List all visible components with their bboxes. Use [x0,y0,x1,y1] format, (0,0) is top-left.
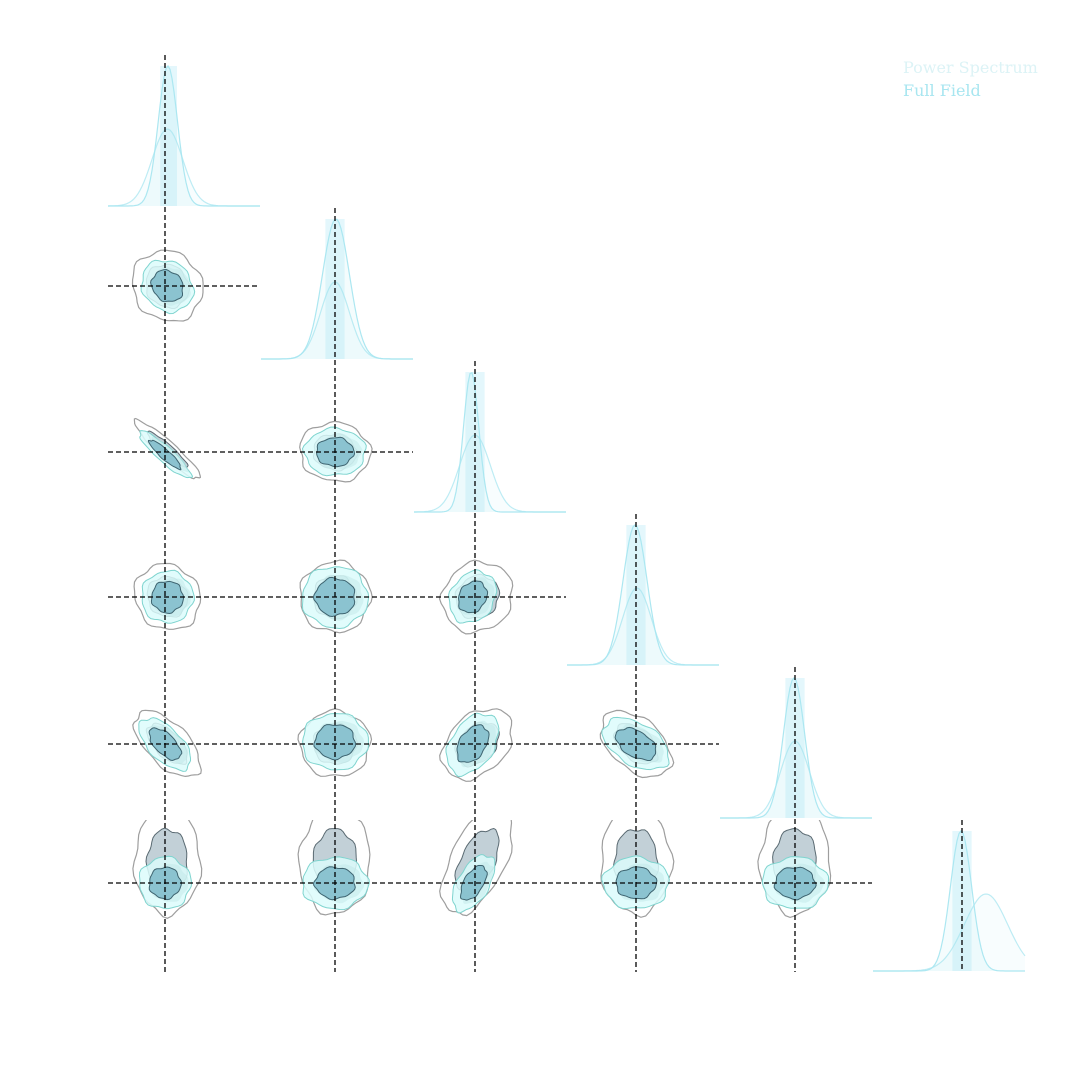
pair-panel-2-0 [133,417,202,480]
pair-panel-4-2 [439,708,513,782]
ff-inner-contour [614,726,657,761]
pair-panel-4-1 [297,708,373,777]
marginal-fill-ps-4 [720,741,872,818]
marginal-fill-ff-0 [108,66,260,206]
marginal-panel-4 [720,677,872,819]
marginal-curve-ff-3 [567,524,719,666]
legend-label-power-spectrum: Power Spectrum [903,58,1038,77]
pair-panel-5-4 [757,820,832,919]
marginal-fill-ff-3 [567,525,719,665]
marginal-fill-ff-1 [261,219,413,359]
marginal-curve-ff-4 [720,677,872,819]
truth-lines [108,55,963,972]
marginal-panel-0 [107,64,260,207]
marginal-panel-3 [567,524,719,666]
marginal-panel-2 [414,371,566,513]
legend-label-full-field: Full Field [903,81,981,100]
ff-inner-contour [456,724,490,763]
legend: Power Spectrum Full Field [903,56,1038,102]
marginal-curve-ff-5 [873,830,1025,972]
marginal-fill-ff-4 [720,678,872,818]
pair-panel-4-3 [599,709,675,779]
ps-outer-contour [132,709,202,778]
marginal-panel-1 [261,218,413,360]
ps-outer-contour [438,559,514,635]
ps-outer-contour [439,820,513,917]
ps-outer-contour [439,708,513,782]
marginal-fill-ps-5 [873,894,1025,971]
ff-inner-contour [459,865,488,901]
marginal-fill-ps-0 [108,129,260,206]
marginal-panel-5 [873,830,1026,972]
ps-outer-contour [599,709,675,779]
marginal-fill-ps-1 [261,282,413,359]
pair-panel-5-0 [132,820,203,919]
marginal-curve-ff-0 [108,64,260,207]
marginal-fill-ps-2 [414,435,566,512]
pair-panel-5-3 [600,820,675,918]
marginal-curve-ff-1 [261,218,413,360]
ps-outer-contour [299,420,373,483]
marginal-curve-ff-2 [414,371,566,513]
ps-outer-contour [133,562,202,630]
ps-outer-contour [132,820,203,919]
marginal-fill-ps-3 [567,588,719,665]
pair-panel-5-1 [297,820,371,916]
pair-panel-5-2 [439,820,513,917]
ff-inner-contour [313,724,357,761]
ps-outer-contour [131,249,204,322]
ff-inner-contour [457,580,489,614]
